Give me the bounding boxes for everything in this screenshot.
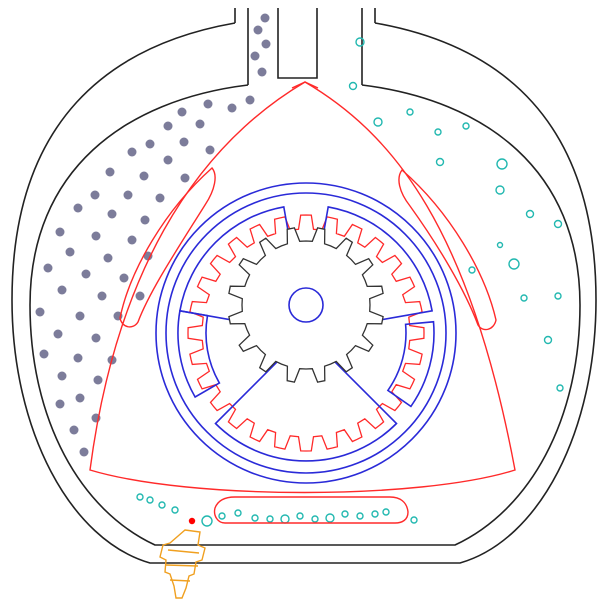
spark-plug (160, 530, 205, 598)
intake-particle (92, 334, 101, 343)
intake-particle (164, 156, 173, 165)
intake-particle (251, 52, 260, 61)
intake-particle (56, 228, 65, 237)
intake-particle (254, 26, 263, 35)
exhaust-bubble (497, 159, 507, 169)
intake-particle (74, 354, 83, 363)
intake-particle (120, 274, 129, 283)
exhaust-bubble (521, 295, 527, 301)
exhaust-bubble (498, 243, 503, 248)
exhaust-bubble (435, 129, 441, 135)
intake-particle (206, 146, 215, 155)
intake-particle (136, 292, 145, 301)
intake-particle (181, 174, 190, 183)
exhaust-port (362, 8, 375, 85)
exhaust-bubble (555, 221, 562, 228)
exhaust-bubble (555, 293, 561, 299)
exhaust-bubble (342, 511, 348, 517)
intake-particle (44, 264, 53, 273)
intake-particle (124, 191, 133, 200)
exhaust-bubble (469, 267, 475, 273)
exhaust-bubble (326, 514, 334, 522)
intake-particle (141, 216, 150, 225)
intake-particle (66, 248, 75, 257)
intake-particle (106, 168, 115, 177)
intake-particle (91, 191, 100, 200)
intake-particle (164, 122, 173, 131)
exhaust-bubble (509, 259, 519, 269)
intake-particle (128, 148, 137, 157)
rotor-recess-left (120, 168, 215, 327)
spark-icon (189, 518, 195, 524)
exhaust-bubble (527, 211, 534, 218)
intake-particle (146, 140, 155, 149)
intake-particle (258, 68, 267, 77)
intake-particle (36, 308, 45, 317)
exhaust-bubble (350, 83, 357, 90)
intake-particle (94, 376, 103, 385)
intake-particle (228, 104, 237, 113)
exhaust-bubble (545, 337, 552, 344)
intake-particle (54, 330, 63, 339)
exhaust-bubble (557, 385, 563, 391)
intake-particle (156, 194, 165, 203)
intake-particle (180, 138, 189, 147)
frame-window-small (178, 311, 219, 397)
intake-particle (70, 426, 79, 435)
intake-particle (128, 236, 137, 245)
intake-particle (178, 108, 187, 117)
exhaust-bubble (297, 513, 303, 519)
intake-particle (98, 292, 107, 301)
exhaust-bubble (252, 515, 258, 521)
exhaust-bubble (172, 507, 178, 513)
intake-particle (74, 204, 83, 213)
intake-particle (58, 286, 67, 295)
intake-particle (80, 448, 89, 457)
center-port-divider (278, 8, 317, 78)
intake-particle (140, 172, 149, 181)
exhaust-bubble (411, 517, 417, 523)
exhaust-bubble (437, 159, 444, 166)
spark-plug-body (160, 530, 205, 598)
exhaust-bubble (267, 516, 273, 522)
exhaust-bubble (496, 186, 504, 194)
rotor-recess-bottom (215, 497, 408, 523)
intake-particle (196, 120, 205, 129)
exhaust-bubble (383, 509, 389, 515)
intake-particle (262, 40, 271, 49)
intake-particle (204, 100, 213, 109)
intake-particle (40, 350, 49, 359)
exhaust-bubble (374, 118, 382, 126)
exhaust-bubble (219, 513, 225, 519)
intake-port (235, 8, 248, 85)
intake-particle (58, 372, 67, 381)
intake-mixture (36, 14, 271, 457)
intake-particle (261, 14, 270, 23)
exhaust-bubble (372, 511, 378, 517)
exhaust-bubble (407, 109, 413, 115)
exhaust-bubble (137, 494, 143, 500)
exhaust-bubble (357, 513, 363, 519)
intake-particle (76, 394, 85, 403)
intake-particle (246, 96, 255, 105)
rotor-recess-right (399, 170, 496, 330)
exhaust-bubble (463, 123, 469, 129)
intake-particle (108, 210, 117, 219)
exhaust-bubble (159, 502, 165, 508)
exhaust-bubble (312, 516, 318, 522)
intake-particle (76, 312, 85, 321)
frame-window (216, 354, 397, 461)
exhaust-bubble (235, 510, 241, 516)
stationary-pinion (229, 228, 383, 382)
exhaust-bubble (202, 516, 212, 526)
intake-particle (92, 232, 101, 241)
intake-particle (104, 254, 113, 263)
intake-particle (56, 400, 65, 409)
exhaust-bubble (147, 497, 153, 503)
exhaust-bubble (281, 515, 289, 523)
intake-particle (82, 270, 91, 279)
